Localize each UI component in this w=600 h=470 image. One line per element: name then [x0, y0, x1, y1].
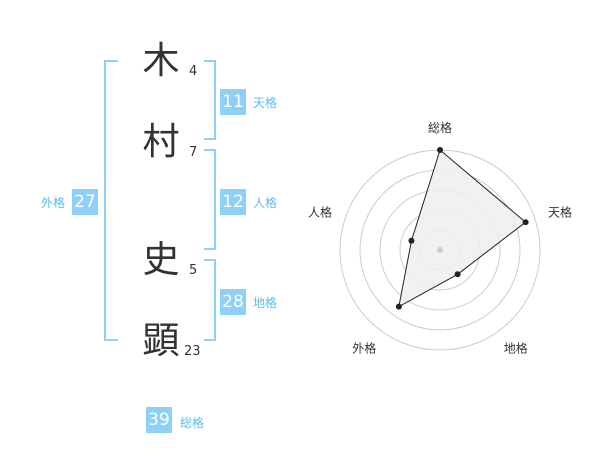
stroke-count-4: 23: [184, 344, 201, 359]
radar-axis-label-1: 総格: [428, 120, 452, 135]
name-char-3: 史: [142, 238, 180, 281]
tenkaku-label: 天格: [253, 96, 278, 110]
chikaku-bracket: [204, 259, 216, 341]
name-char-1: 木: [142, 39, 180, 82]
radar-center-point: [437, 247, 443, 253]
radar-axis-label-5: 人格: [308, 204, 332, 219]
jinkaku-bracket: [204, 149, 216, 250]
gaikaku-label: 外格: [41, 196, 66, 210]
radar-point-2: [522, 219, 529, 226]
jinkaku-label: 人格: [253, 196, 278, 210]
radar-axis-label-3: 地格: [504, 341, 528, 356]
chikaku-value: 28: [220, 289, 246, 315]
soukaku-value: 39: [146, 407, 172, 433]
radar-point-4: [395, 303, 402, 310]
tenkaku-value: 11: [220, 89, 246, 115]
name-char-4: 顕: [142, 319, 180, 362]
name-char-2: 村: [142, 120, 180, 163]
radar-axis-label-2: 天格: [548, 204, 572, 219]
radar-series-area: [398, 149, 527, 308]
chikaku-label: 地格: [253, 296, 278, 310]
radar-point-1: [437, 147, 443, 153]
gaikaku-bracket: [104, 60, 118, 341]
stroke-count-3: 5: [189, 263, 198, 278]
stroke-count-1: 4: [189, 64, 198, 79]
tenkaku-bracket: [204, 60, 216, 140]
gaikaku-value: 27: [72, 189, 98, 215]
jinkaku-value: 12: [220, 189, 246, 215]
radar-point-3: [454, 271, 461, 278]
radar-axis-label-4: 外格: [352, 341, 376, 356]
radar-point-5: [408, 237, 415, 244]
stroke-count-2: 7: [189, 145, 198, 160]
soukaku-label: 総格: [180, 416, 205, 430]
